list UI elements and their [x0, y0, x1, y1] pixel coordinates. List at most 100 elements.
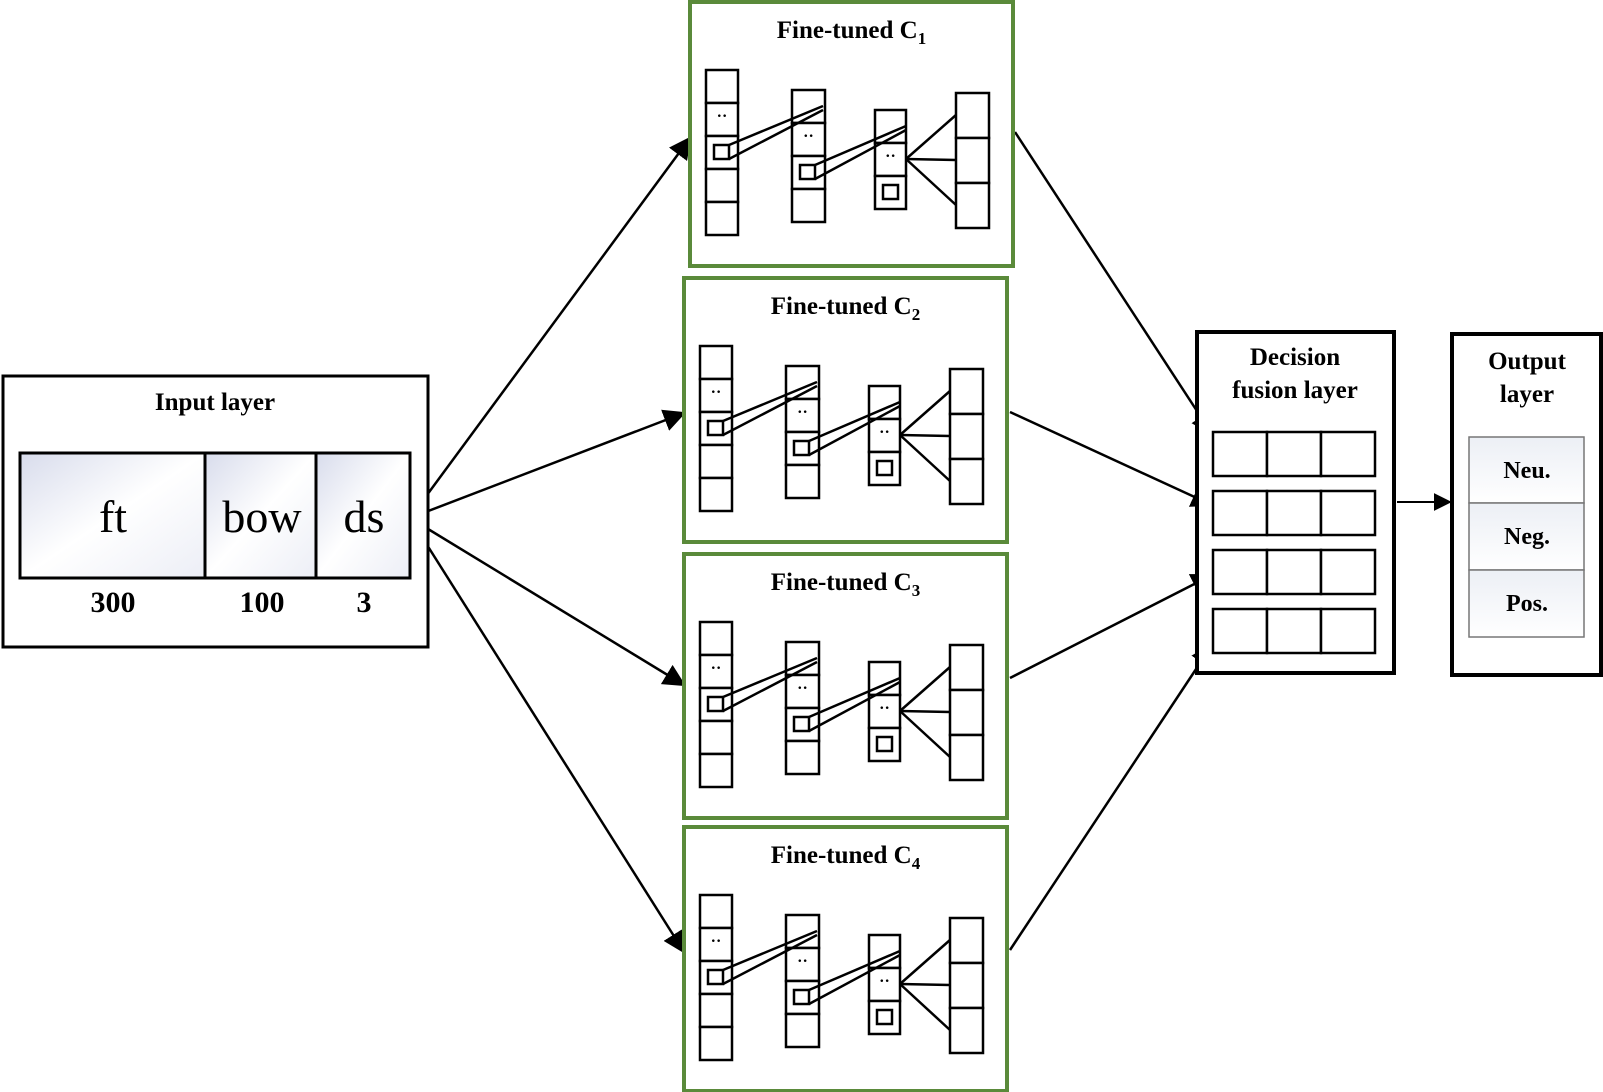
conv-cell [698, 893, 734, 930]
softmax-cell [948, 367, 985, 416]
ellipsis-mark: ·· [711, 660, 722, 677]
input-segment-ft-size: 300 [91, 586, 136, 619]
conv-cell [698, 719, 734, 756]
fusion-cell [1211, 548, 1269, 596]
softmax-cell [948, 688, 985, 737]
softmax-cell [954, 181, 991, 230]
softmax-cell [948, 643, 985, 692]
input-to-classifier-arrows [408, 136, 692, 954]
conv-cell [698, 476, 734, 513]
connection-line [899, 666, 951, 712]
input-segment-ft-label: ft [99, 491, 127, 542]
ellipsis-mark: ·· [879, 973, 890, 990]
connection-line [899, 390, 951, 436]
pool-cell [784, 397, 821, 434]
arrow-c4-fusion [1008, 643, 1214, 951]
connection-line [808, 953, 901, 1006]
arrow-c2-fusion [1009, 410, 1215, 507]
fusion-cell [1211, 430, 1269, 478]
arrow-c3-fusion [1009, 573, 1215, 680]
fusion-cell [1319, 607, 1377, 655]
softmax-cell [954, 91, 991, 140]
softmax-cell [948, 1006, 985, 1055]
output-layer-title-line1: Output [1488, 348, 1566, 375]
softmax-cell [948, 916, 985, 965]
ellipsis-mark: ·· [797, 953, 808, 970]
conv-cell [698, 926, 734, 963]
kernel-square [706, 419, 725, 437]
connection-line [899, 939, 951, 985]
connection-line [722, 933, 818, 986]
ellipsis-mark: ·· [885, 148, 896, 165]
kernel-square [712, 143, 731, 161]
input-layer: Input layer ft bow ds 300 100 3 [1, 374, 430, 649]
classifier-group: Fine-tuned C1······Fine-tuned C2······Fi… [682, 0, 1015, 1092]
conv-cell [698, 620, 734, 657]
pool-cell [790, 121, 827, 158]
input-segment-ds-label: ds [344, 491, 385, 542]
kernel-square [881, 183, 900, 201]
connection-line [808, 676, 901, 719]
ellipsis-mark: ·· [717, 108, 728, 125]
pool-cell [784, 463, 821, 500]
dense-cell [867, 726, 902, 763]
pool-cell [790, 187, 827, 224]
fusion-cell [1265, 430, 1323, 478]
connection-line [905, 158, 957, 206]
kernel-square [792, 439, 811, 457]
output-class-pos-cell [1468, 569, 1585, 638]
fusion-cell [1319, 489, 1377, 537]
arrow-input-c4 [408, 517, 686, 954]
output-class-neg-cell [1468, 502, 1585, 571]
connection-line [899, 982, 951, 987]
fusion-cell [1265, 489, 1323, 537]
conv-cell [698, 443, 734, 480]
ellipsis-mark: ·· [711, 933, 722, 950]
connection-line [899, 710, 951, 758]
kernel-square [875, 735, 894, 753]
fusion-cell [1319, 430, 1377, 478]
fusion-rows [1211, 430, 1377, 655]
connection-line [722, 384, 818, 437]
decision-fusion-layer: Decision fusion layer [1195, 330, 1396, 675]
fusion-layer-title-line1: Decision [1250, 344, 1340, 371]
arrow-input-c1 [408, 136, 692, 519]
classifier-title: Fine-tuned C2 [771, 293, 920, 324]
arrow-input-c3 [409, 516, 686, 687]
conv-cell [698, 344, 734, 381]
input-layer-title: Input layer [155, 389, 275, 416]
conv-cell [698, 653, 734, 690]
conv-cell [698, 752, 734, 789]
input-segment-ft [18, 451, 207, 580]
classifier-title: Fine-tuned C1 [777, 17, 926, 48]
conv-cell [704, 101, 740, 138]
connection-line [722, 929, 818, 972]
connection-line [814, 128, 907, 181]
connection-line [899, 709, 951, 714]
conv-cell [698, 992, 734, 1029]
kernel-square [798, 163, 817, 181]
connection-line [808, 404, 901, 457]
input-segment-bow-label: bow [222, 491, 302, 542]
ellipsis-mark: ·· [879, 700, 890, 717]
classifier-to-fusion-arrows [1008, 131, 1215, 951]
conv-cell [704, 200, 740, 237]
kernel-square [792, 715, 811, 733]
softmax-cell [954, 136, 991, 185]
fusion-cell [1265, 607, 1323, 655]
conv-cell [704, 167, 740, 204]
classifier-title: Fine-tuned C3 [771, 569, 920, 600]
connection-line [808, 949, 901, 992]
input-segment-ds-size: 3 [357, 586, 372, 619]
ellipsis-mark: ·· [797, 404, 808, 421]
arrow-input-c2 [409, 409, 687, 520]
classifier-c4: Fine-tuned C4 ·· ·· ·· [682, 825, 1009, 1092]
classifier-c3: Fine-tuned C3 ·· ·· ·· [682, 552, 1009, 820]
ellipsis-mark: ·· [797, 680, 808, 697]
softmax-cell [948, 457, 985, 506]
ellipsis-mark: ·· [803, 128, 814, 145]
input-segment-ds [314, 451, 412, 580]
classifier-title: Fine-tuned C4 [771, 842, 921, 873]
ellipsis-mark: ·· [879, 424, 890, 441]
